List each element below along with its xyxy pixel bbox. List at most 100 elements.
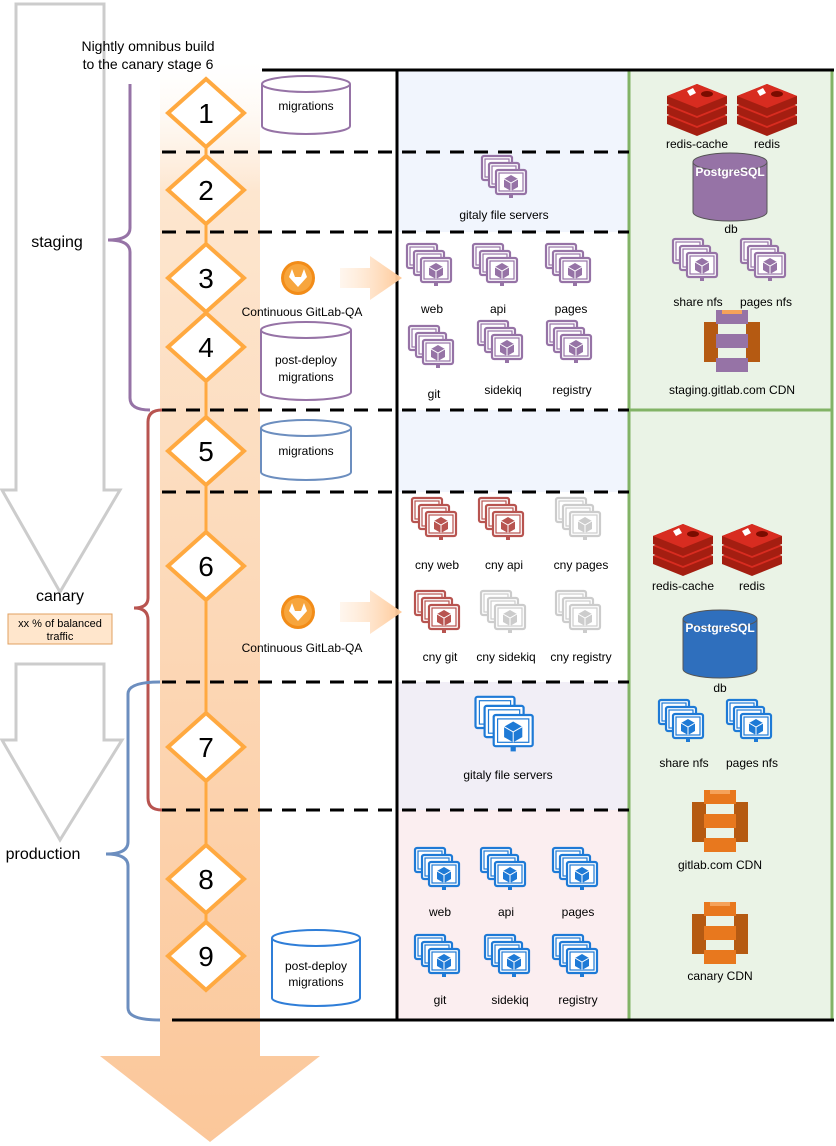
stage-5-number: 5 — [198, 436, 214, 467]
staging-redis-icon — [737, 84, 797, 136]
prod-registry-icon — [551, 933, 599, 977]
prod-pg-label: PostgreSQL — [685, 621, 754, 635]
cny-pages-icon — [554, 496, 602, 540]
cny-api-label: cny api — [485, 558, 523, 572]
prod-postgres-icon — [682, 609, 758, 679]
staging-cdn-label: staging.gitlab.com CDN — [669, 383, 795, 397]
stage-3-number: 3 — [198, 263, 214, 294]
stage-2-number: 2 — [198, 175, 214, 206]
qa-canary-arrow — [340, 590, 402, 634]
stage-6-number: 6 — [198, 551, 214, 582]
prod-share-nfs-label: share nfs — [659, 756, 708, 770]
stage-8-number: 8 — [198, 864, 214, 895]
stage-4-diamond: 4 — [165, 310, 247, 384]
prod-pages-nfs-icon — [725, 698, 773, 742]
prod-cdn-icon — [692, 790, 748, 852]
staging-brace — [107, 84, 151, 412]
stage-6-diamond: 6 — [165, 529, 247, 603]
staging-git-icon — [407, 324, 455, 368]
cny-web-label: cny web — [415, 558, 459, 572]
staging-api-icon — [471, 242, 519, 286]
stage-4-number: 4 — [198, 332, 214, 363]
prod-api-icon — [479, 846, 527, 890]
cny-registry-label: cny registry — [550, 650, 611, 664]
db-staging-post-label-1: post-deploy — [275, 353, 337, 367]
prod-gitaly-icon — [474, 695, 534, 752]
stage-9-number: 9 — [198, 941, 214, 972]
production-label: production — [6, 846, 81, 863]
canary-cdn-icon — [692, 902, 748, 964]
staging-gitaly-icon — [480, 154, 528, 198]
stage-diamonds: 1 2 3 4 5 6 7 8 9 — [165, 76, 247, 993]
qa-staging-arrow — [340, 256, 402, 300]
stage-dividers — [162, 68, 834, 1022]
prod-redis-label: redis — [739, 579, 765, 593]
db-prod-post-label-1: post-deploy — [285, 959, 347, 973]
infrastructure-icons — [653, 84, 797, 964]
prod-sidekiq-icon — [483, 933, 531, 977]
staging-redis-cache-label: redis-cache — [666, 137, 728, 151]
staging-label: staging — [31, 234, 83, 251]
canary-cdn-label: canary CDN — [687, 969, 752, 983]
stage-1-diamond: 1 — [165, 76, 247, 150]
prod-git-label: git — [434, 993, 447, 1007]
db-staging-pre-label: migrations — [278, 99, 333, 113]
cny-pages-label: cny pages — [554, 558, 609, 572]
cny-sidekiq-label: cny sidekiq — [476, 650, 535, 664]
cny-git-label: cny git — [423, 650, 458, 664]
prod-app-band — [397, 810, 629, 1020]
prod-pages-icon — [551, 846, 599, 890]
db-canary-pre-icon — [260, 419, 352, 481]
prod-api-label: api — [498, 905, 514, 919]
stage-5-diamond: 5 — [165, 414, 247, 488]
staging-web-icon — [405, 242, 453, 286]
qa-staging-label: Continuous GitLab-QA — [242, 305, 363, 319]
cny-api-icon — [477, 496, 525, 540]
prod-pages-nfs-label: pages nfs — [726, 756, 778, 770]
prod-git-icon — [413, 933, 461, 977]
canary-note-line-2: traffic — [47, 631, 74, 643]
prod-redis-cache-icon — [653, 524, 713, 576]
staging-git-label: git — [428, 387, 441, 401]
stage-1-number: 1 — [198, 98, 214, 129]
canary-production-flow-arrow — [0, 662, 125, 843]
staging-gitaly-label: gitaly file servers — [459, 208, 548, 222]
cny-git-icon — [413, 589, 461, 633]
header-line-1: Nightly omnibus build — [81, 38, 214, 54]
staging-pages-icon — [544, 242, 592, 286]
cny-registry-icon — [554, 589, 602, 633]
prod-web-icon — [413, 846, 461, 890]
prod-redis-icon — [722, 524, 782, 576]
db-staging-post-label-2: migrations — [278, 370, 333, 384]
staging-sidekiq-label: sidekiq — [484, 383, 521, 397]
cny-web-icon — [410, 496, 458, 540]
gitlab-qa-group — [281, 256, 402, 634]
staging-share-nfs-label: share nfs — [673, 295, 722, 309]
stage-9-diamond: 9 — [165, 919, 247, 993]
staging-share-nfs-icon — [671, 237, 719, 281]
canary-traffic-note: xx % of balanced traffic — [7, 613, 113, 645]
db-staging-post-icon — [260, 321, 352, 401]
staging-api-label: api — [490, 302, 506, 316]
canary-migrations-band — [397, 410, 629, 492]
server-icons — [405, 154, 787, 977]
staging-pg-label: PostgreSQL — [695, 165, 764, 179]
db-canary-pre-label: migrations — [278, 444, 333, 458]
prod-db-label: db — [713, 681, 727, 695]
staging-sidekiq-icon — [476, 319, 524, 363]
prod-pages-label: pages — [562, 905, 595, 919]
staging-infra-panel — [627, 68, 834, 412]
canary-label: canary — [36, 588, 84, 605]
staging-redis-cache-icon — [667, 84, 727, 136]
db-prod-post-label-2: migrations — [288, 975, 343, 989]
canary-note-line-1: xx % of balanced — [18, 618, 102, 630]
staging-web-label: web — [420, 302, 443, 316]
qa-canary-label: Continuous GitLab-QA — [242, 641, 363, 655]
prod-gitaly-label: gitaly file servers — [463, 768, 552, 782]
stage-7-diamond: 7 — [165, 710, 247, 784]
qa-staging-gitlab-icon — [281, 261, 315, 295]
header-line-2: to the canary stage 6 — [83, 56, 214, 72]
prod-sidekiq-label: sidekiq — [491, 993, 528, 1007]
db-prod-post-icon — [271, 929, 361, 1007]
